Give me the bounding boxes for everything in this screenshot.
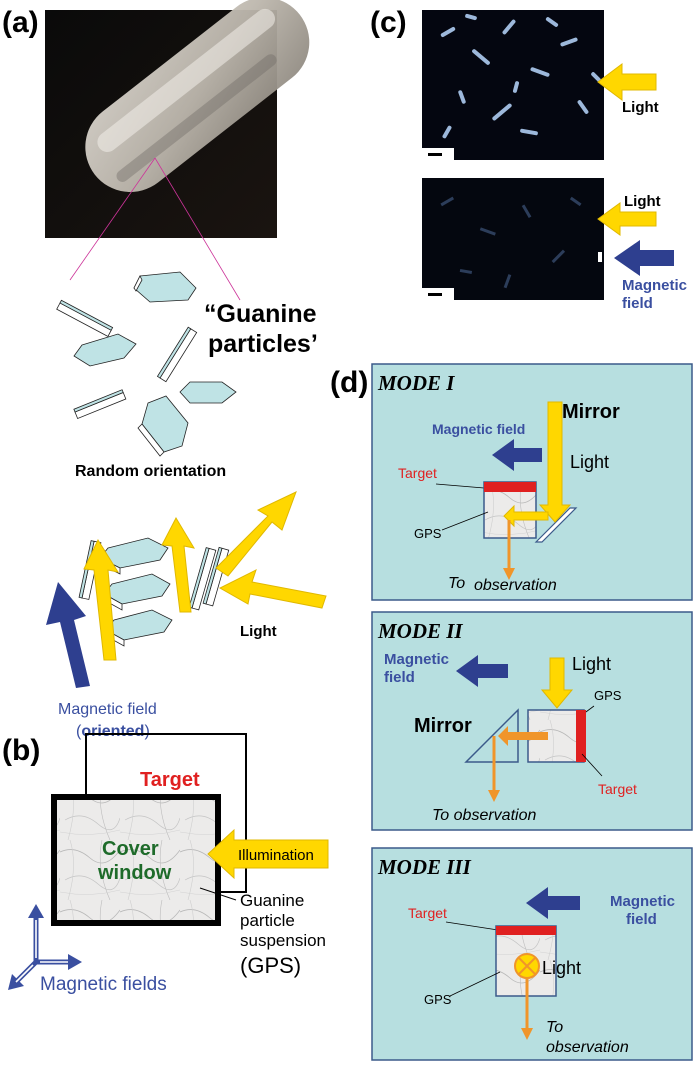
micrograph-top bbox=[422, 10, 604, 160]
light-label-c-top: Light bbox=[622, 99, 659, 116]
gps-label-mode2: GPS bbox=[594, 688, 622, 703]
light-arrow-mode2 bbox=[540, 657, 574, 709]
observation-arrowhead-mode1 bbox=[503, 568, 515, 580]
cover-window-label-1: Cover bbox=[102, 838, 159, 860]
target-strip-mode2 bbox=[576, 710, 586, 762]
guanine-particles-label-2: particles’ bbox=[208, 330, 318, 358]
magnetic-field-label-mode1: Magnetic field bbox=[432, 421, 525, 437]
magnetic-fields-label: Magnetic fields bbox=[40, 974, 167, 995]
mirror-mode1 bbox=[534, 507, 578, 543]
mode-2-box: MODE II Magnetic field Light GPS Mirror … bbox=[371, 611, 693, 831]
gps-cell bbox=[51, 794, 221, 926]
oriented-word: oriented bbox=[81, 723, 144, 740]
test-tube-photo bbox=[45, 0, 310, 238]
observation-label-mode2: To observation bbox=[432, 807, 536, 824]
mirror-label-mode2: Mirror bbox=[414, 715, 472, 737]
guanine-particles-label-1: “Guanine bbox=[204, 300, 317, 328]
target-strip-mode1 bbox=[484, 482, 536, 492]
light-cross-2 bbox=[518, 957, 536, 975]
light-arrow-c-bottom bbox=[597, 202, 657, 236]
illumination-arrow bbox=[207, 828, 329, 880]
paren-close: ) bbox=[144, 723, 149, 740]
light-arrow-reflected bbox=[215, 491, 297, 577]
target-leader-mode2 bbox=[581, 753, 603, 777]
panel-b-label: (b) bbox=[2, 734, 40, 767]
gps-leader-b bbox=[199, 887, 237, 901]
mode-3-box: MODE III Magnetic field Target Light GPS… bbox=[371, 847, 693, 1061]
magnetic-arrow-a bbox=[46, 582, 90, 688]
observation-label-mode3: observation bbox=[546, 1039, 629, 1056]
magnetic-arrow-mode2 bbox=[456, 655, 508, 687]
panel-a-label: (a) bbox=[2, 6, 39, 39]
light-arrow-c-top bbox=[597, 63, 657, 101]
magnetic-field-label-a: Magnetic field bbox=[58, 701, 157, 718]
mode-1-box: MODE I Magnetic field Mirror Light Targe… bbox=[371, 363, 693, 601]
gps-label-mode3: GPS bbox=[424, 992, 452, 1007]
magnetic-label-mode3-1: Magnetic bbox=[610, 893, 675, 910]
target-label-mode1: Target bbox=[398, 465, 437, 481]
gps-label-b-1: Guanine bbox=[240, 891, 304, 910]
light-arrow-1 bbox=[83, 538, 120, 661]
observation-label-mode1: observation bbox=[474, 577, 557, 594]
mirror-label-mode1: Mirror bbox=[562, 401, 620, 423]
micrograph-bottom bbox=[422, 178, 604, 300]
magnetic-axes-inner bbox=[15, 920, 68, 983]
zoom-line-right bbox=[154, 157, 241, 301]
mode-2-title: MODE II bbox=[377, 619, 463, 643]
magnetic-label-c-1: Magnetic bbox=[622, 277, 687, 294]
mode-3-title: MODE III bbox=[377, 855, 472, 879]
light-label-a: Light bbox=[240, 623, 277, 640]
paren-open: ( bbox=[76, 723, 82, 740]
magnetic-label-c-2: field bbox=[622, 295, 653, 312]
target-label-b: Target bbox=[140, 769, 200, 791]
light-label-mode1: Light bbox=[570, 452, 609, 472]
target-leader-mode3 bbox=[445, 921, 499, 931]
gps-label-b-2: particle bbox=[240, 911, 295, 930]
light-label-mode2: Light bbox=[572, 654, 611, 674]
magnetic-label-mode2-1: Magnetic bbox=[384, 651, 449, 668]
guanine-crystals-random bbox=[56, 271, 237, 457]
gps-label-b-3: suspension bbox=[240, 931, 326, 950]
magnetic-arrow-c bbox=[614, 240, 674, 276]
gps-label-mode1: GPS bbox=[414, 526, 442, 541]
illumination-label: Illumination bbox=[238, 847, 314, 864]
magnetic-arrow-mode1 bbox=[492, 439, 542, 471]
gps-leader-mode1 bbox=[441, 511, 489, 531]
to-label-mode3: To bbox=[546, 1019, 563, 1036]
target-label-mode3: Target bbox=[408, 905, 447, 921]
panel-c-label: (c) bbox=[370, 6, 407, 39]
target-label-mode2: Target bbox=[598, 781, 637, 797]
light-arrow-2 bbox=[161, 516, 196, 613]
cover-window-label-2: window bbox=[97, 862, 172, 884]
light-arrow-incident bbox=[218, 569, 327, 609]
light-label-mode3: Light bbox=[542, 958, 581, 978]
magnetic-label-mode2-2: field bbox=[384, 669, 415, 686]
panel-d-label: (d) bbox=[330, 366, 368, 399]
gps-label-b-4: (GPS) bbox=[240, 953, 301, 978]
observation-arrowhead-mode3 bbox=[521, 1028, 533, 1040]
target-leader-mode1 bbox=[435, 483, 485, 489]
zoom-line-left bbox=[69, 157, 156, 281]
random-orientation-label: Random orientation bbox=[75, 463, 226, 480]
gps-leader-mode3 bbox=[449, 971, 501, 997]
target-strip-mode3 bbox=[496, 926, 556, 935]
light-label-c-bottom: Light bbox=[624, 193, 661, 210]
to-label-mode1: To bbox=[448, 575, 465, 592]
observation-arrowhead-mode2 bbox=[488, 790, 500, 802]
light-reflected-mode2 bbox=[498, 726, 548, 746]
mode-1-title: MODE I bbox=[377, 371, 455, 395]
oriented-label: (oriented) bbox=[76, 723, 150, 740]
magnetic-label-mode3-2: field bbox=[626, 911, 657, 928]
magnetic-arrow-mode3 bbox=[526, 887, 580, 919]
light-arrow-mode1 bbox=[538, 401, 572, 523]
